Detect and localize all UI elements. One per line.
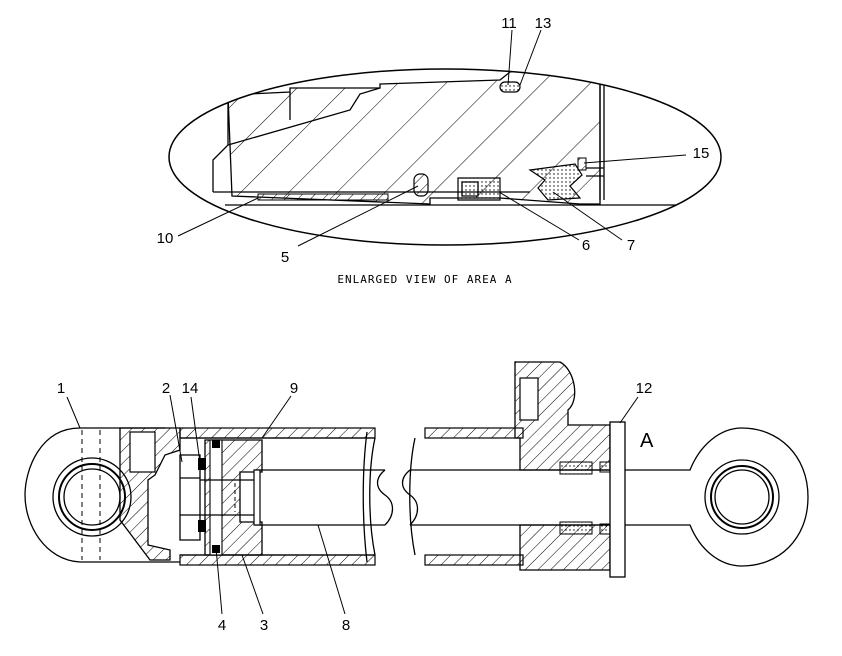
callout-15: 15: [693, 145, 710, 162]
callout-8: 8: [342, 617, 350, 634]
callout-4: 4: [218, 617, 226, 634]
callout-14: 14: [182, 380, 199, 397]
callout-7: 7: [627, 237, 635, 254]
enlarged-view: 11 13 15 10 5 6 7: [157, 15, 722, 266]
callout-9: 9: [290, 380, 298, 397]
callout-12: 12: [636, 380, 653, 397]
callout-5: 5: [281, 249, 289, 266]
view-caption: ENLARGED VIEW OF AREA A: [337, 273, 512, 286]
cylinder-assembly: 1 2 14 9 12 4 3 8 A: [24, 361, 809, 634]
callout-10: 10: [157, 230, 174, 247]
callout-13: 13: [535, 15, 552, 32]
callout-11: 11: [501, 15, 517, 32]
callout-6: 6: [582, 237, 590, 254]
callout-3: 3: [260, 617, 268, 634]
area-marker: A: [640, 430, 654, 452]
callout-2: 2: [162, 380, 170, 397]
callout-1: 1: [57, 380, 65, 397]
